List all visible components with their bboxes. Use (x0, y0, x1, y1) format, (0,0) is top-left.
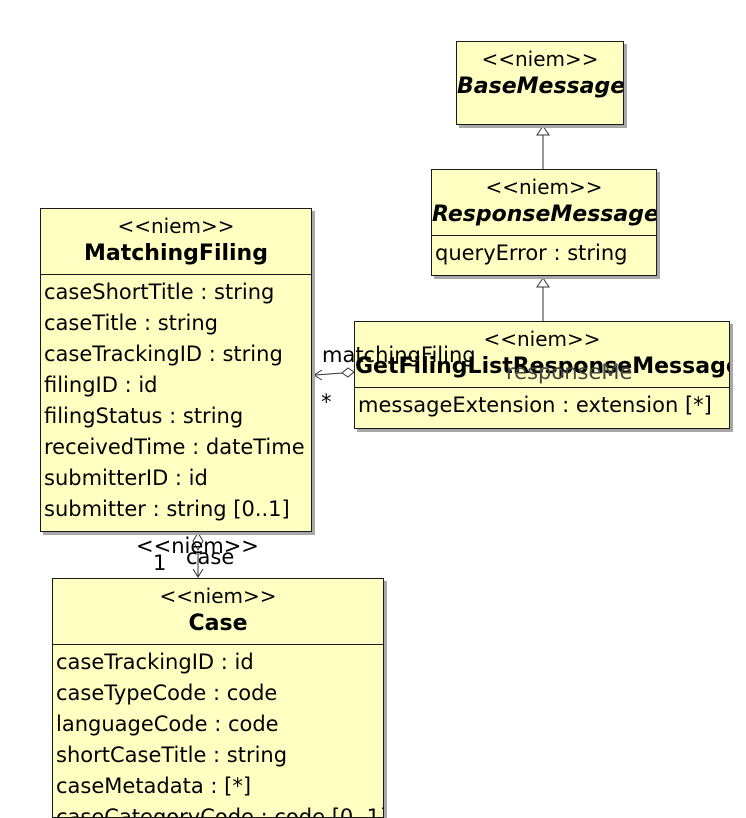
attribute: caseMetadata : [*] (56, 774, 252, 798)
class-header: <<niem>> GetFilingListResponseMessage (355, 322, 729, 388)
generalization-arrowhead-response (536, 277, 550, 288)
association-role-matching-filing: matchingFiling (322, 343, 476, 367)
class-name: BaseMessage (457, 74, 624, 99)
attribute: caseTrackingID : id (56, 650, 254, 674)
stereotype-label: <<niem>> (159, 584, 277, 608)
attribute: caseTrackingID : string (44, 342, 283, 366)
association-multiplicity-case: 1 (153, 551, 167, 575)
attribute: submitter : string [0..1] (44, 497, 290, 521)
attribute: languageCode : code (56, 712, 279, 736)
attribute-list: caseTrackingID : id caseTypeCode : code … (53, 645, 384, 818)
class-header: <<niem>> MatchingFiling (41, 209, 311, 275)
aggregation-diamond-matchingfiling (341, 367, 355, 378)
class-name: MatchingFiling (84, 241, 268, 266)
class-name: GetFilingListResponseMessage (355, 354, 730, 379)
attribute: caseShortTitle : string (44, 280, 275, 304)
class-header: <<niem>> Case (53, 579, 383, 645)
class-header: <<niem>> BaseMessage (457, 42, 623, 107)
class-header: <<niem>> ResponseMessage (432, 170, 656, 236)
attribute: caseCategoryCode : code [0..1] (56, 805, 384, 818)
attribute: shortCaseTitle : string (56, 743, 288, 767)
association-stereotype-case: <<niem>> (136, 534, 259, 558)
class-name: ResponseMessage (432, 202, 657, 227)
attribute: submitterID : id (44, 466, 208, 490)
aggregation-diamond-case (192, 532, 204, 552)
class-case[interactable]: <<niem>> Case caseTrackingID : id caseTy… (52, 578, 384, 818)
aggregation-line-matchingfiling (314, 372, 344, 376)
class-matching-filing[interactable]: <<niem>> MatchingFiling caseShortTitle :… (40, 208, 312, 532)
class-get-filing-list-response-message[interactable]: <<niem>> GetFilingListResponseMessage me… (354, 321, 730, 429)
attribute-list: caseShortTitle : string caseTitle : stri… (41, 275, 311, 525)
attribute: messageExtension : extension [*] (358, 393, 712, 417)
attribute: filingID : id (44, 373, 158, 397)
association-role-overlap: responseMe (506, 360, 633, 384)
attribute-list: queryError : string (432, 236, 656, 269)
attribute: queryError : string (435, 241, 628, 265)
association-multiplicity-matching-filing: * (321, 390, 332, 414)
attribute: caseTypeCode : code (56, 681, 278, 705)
class-base-message[interactable]: <<niem>> BaseMessage (456, 41, 624, 125)
stereotype-label: <<niem>> (483, 327, 601, 351)
navigation-arrow-matchingfiling (313, 369, 323, 381)
stereotype-label: <<niem>> (117, 214, 235, 238)
generalization-arrowhead-base (536, 125, 550, 136)
attribute-list: messageExtension : extension [*] (355, 388, 729, 421)
stereotype-label: <<niem>> (481, 47, 599, 71)
class-response-message[interactable]: <<niem>> ResponseMessage queryError : st… (431, 169, 657, 276)
navigation-arrow-case (192, 568, 204, 578)
attribute: receivedTime : dateTime (44, 435, 305, 459)
class-name: Case (188, 611, 248, 636)
association-role-case: case (186, 545, 235, 569)
attribute: filingStatus : string (44, 404, 244, 428)
stereotype-label: <<niem>> (485, 175, 603, 199)
attribute: caseTitle : string (44, 311, 218, 335)
